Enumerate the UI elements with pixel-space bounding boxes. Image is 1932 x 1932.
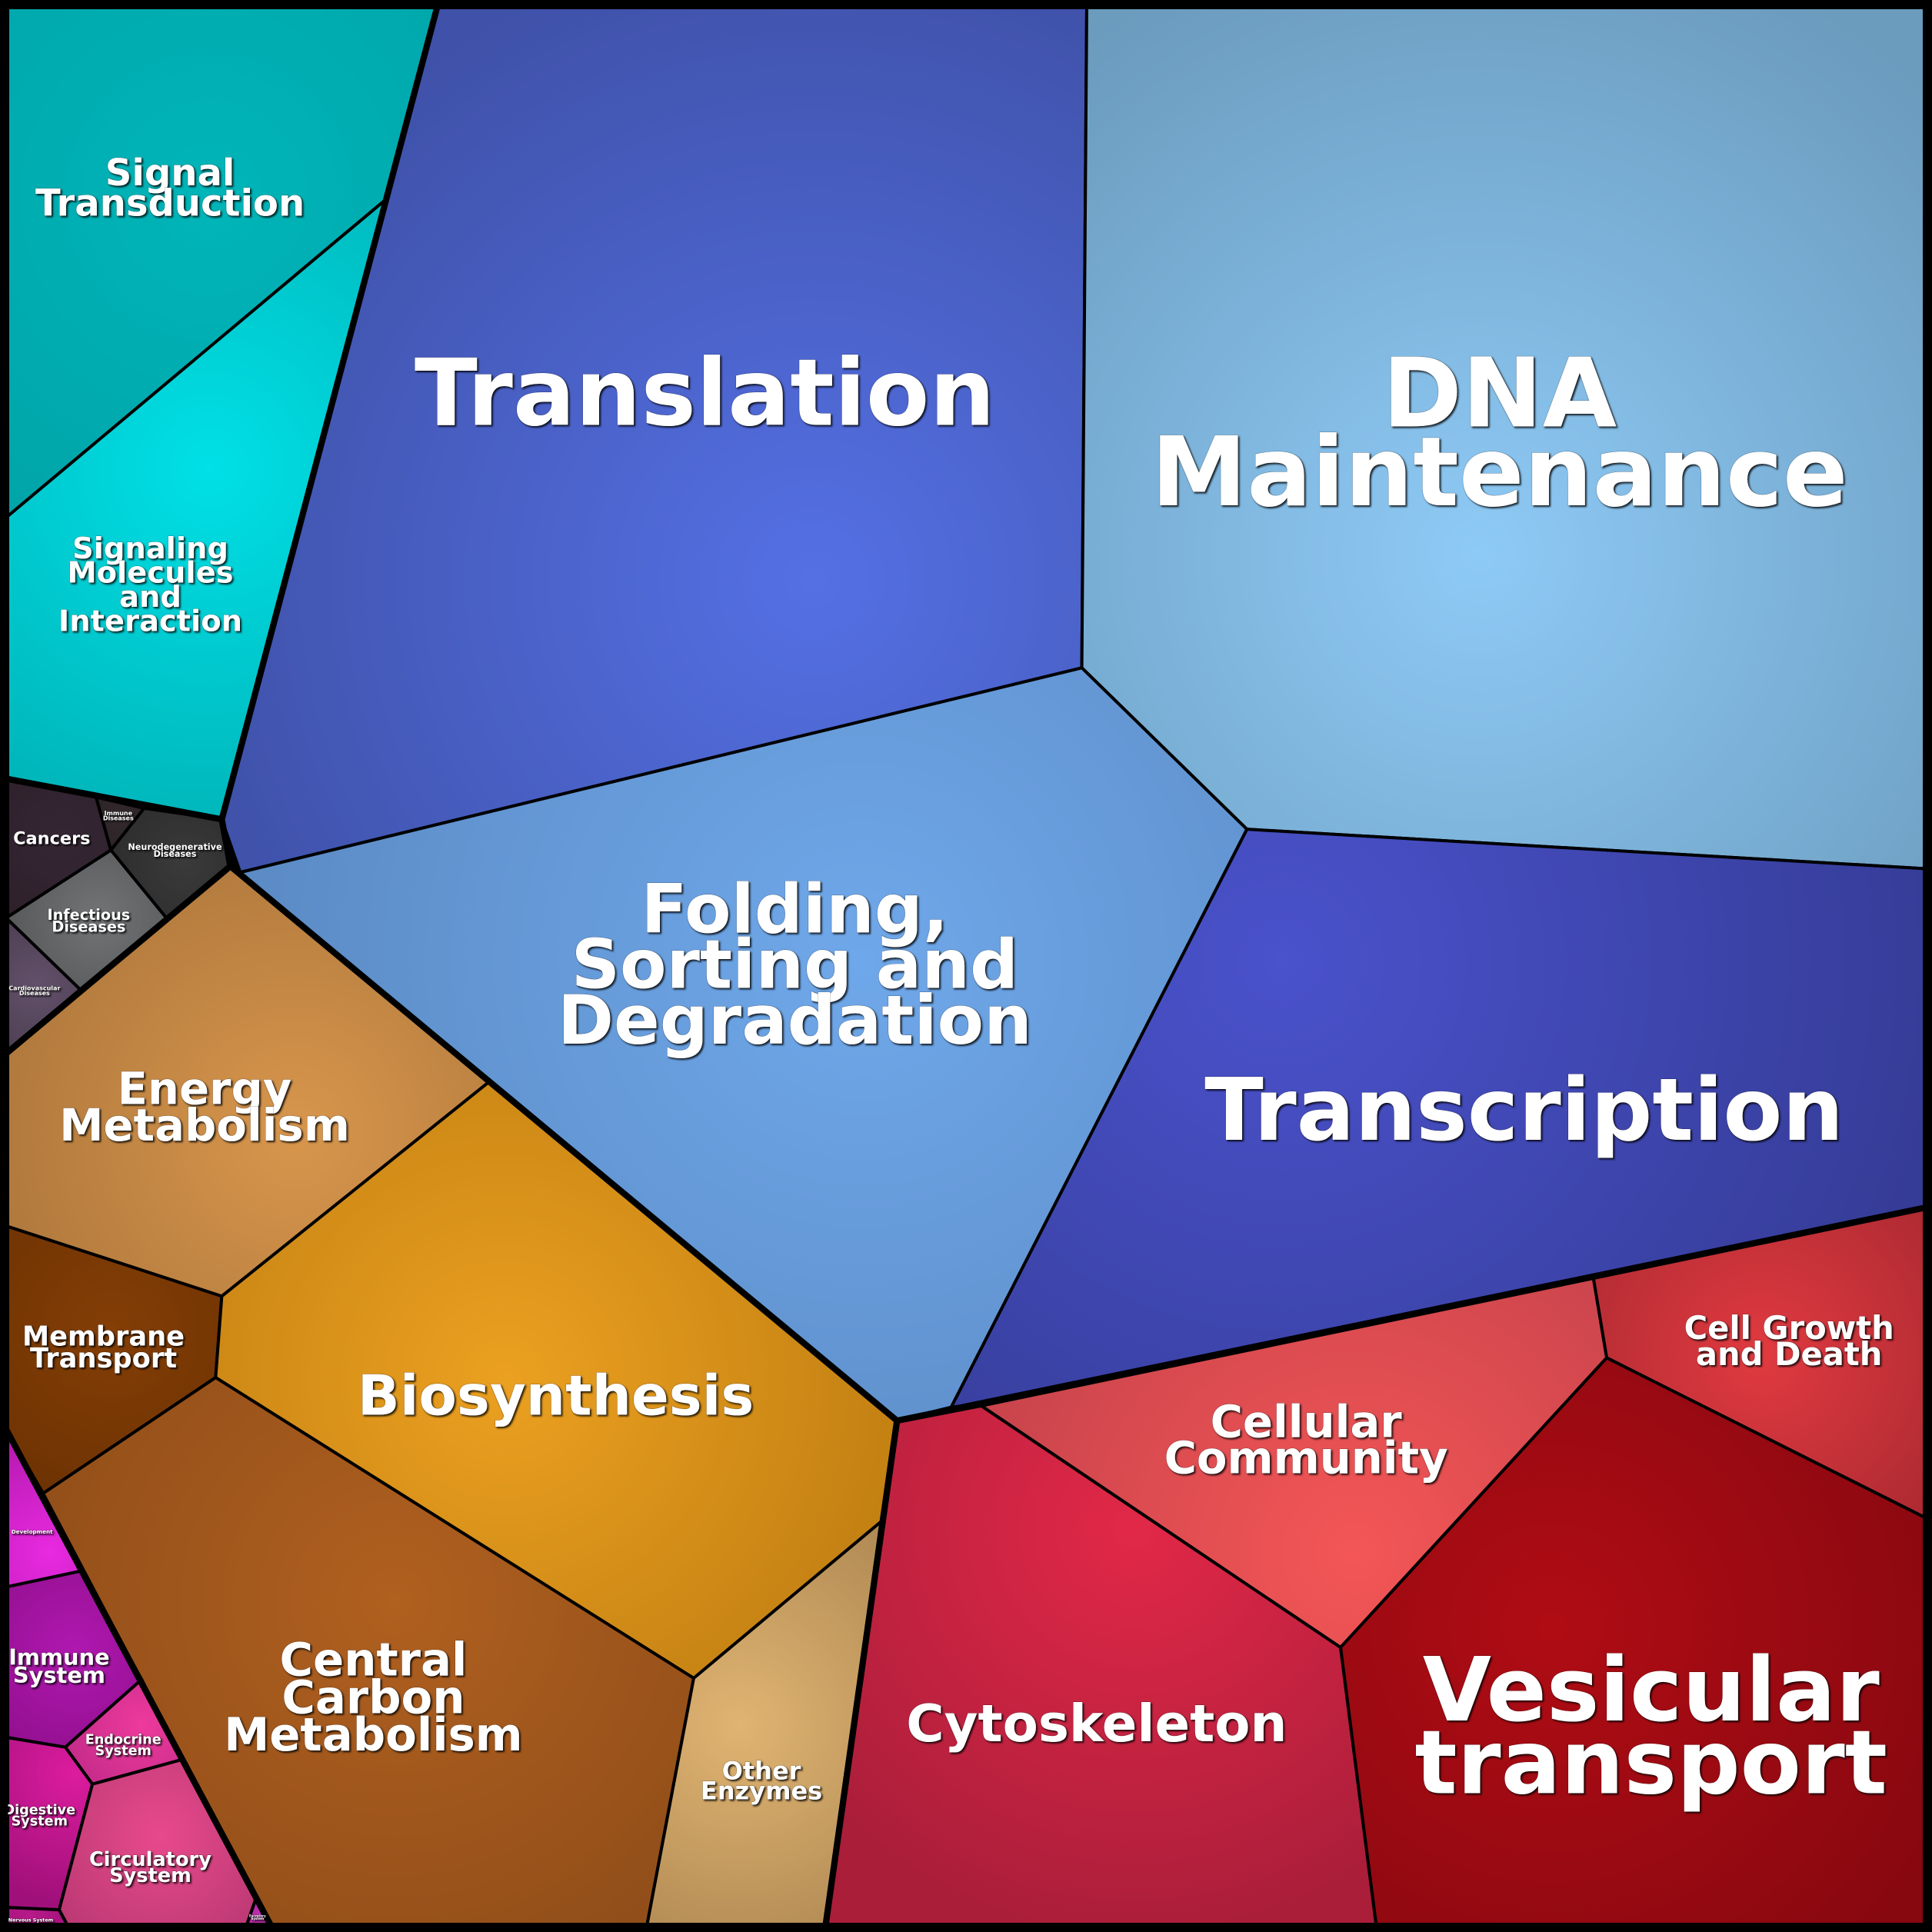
label-line: Metabolism: [59, 1099, 350, 1151]
label-line: Neurodegenerative: [128, 842, 222, 852]
label-line: Central: [280, 1634, 468, 1687]
label-line: Transport: [30, 1343, 177, 1374]
label-line: Other: [722, 1756, 801, 1785]
label-line: Circulatory: [89, 1848, 212, 1871]
label-line: and Death: [1696, 1335, 1883, 1373]
label-line: Enzymes: [701, 1777, 822, 1806]
label-translation: Translation: [415, 340, 995, 448]
label-line: System: [95, 1744, 152, 1759]
label-line: Diseases: [52, 918, 125, 936]
label-line: Vesicular: [1423, 1639, 1880, 1742]
label-cytoskeleton: Cytoskeleton: [906, 1694, 1287, 1754]
label-line: Digestive: [3, 1803, 75, 1818]
label-line: Transduction: [35, 182, 305, 225]
label-nervous-system: Nervous System: [8, 1917, 54, 1923]
label-line: Molecules: [67, 555, 233, 590]
label-line: System: [13, 1662, 105, 1688]
label-line: System: [251, 1917, 264, 1920]
label-line: Diseases: [103, 815, 134, 822]
label-cancers: Cancers: [13, 828, 90, 848]
label-line: Nervous System: [8, 1917, 54, 1923]
label-transcription: Transcription: [1204, 1061, 1844, 1161]
label-line: Immune: [8, 1644, 109, 1671]
label-line: Diseases: [154, 849, 197, 859]
label-line: Signaling: [72, 531, 228, 566]
label-line: Diseases: [19, 990, 50, 997]
label-line: Maintenance: [1151, 417, 1848, 528]
label-line: Excretory: [249, 1914, 266, 1918]
label-line: Cell Growth: [1684, 1309, 1894, 1347]
label-line: DNA: [1382, 338, 1617, 449]
label-line: Membrane: [22, 1321, 185, 1352]
label-line: Cellular: [1211, 1395, 1403, 1447]
label-line: and: [119, 580, 182, 615]
label-line: System: [109, 1864, 192, 1887]
label-line: Cytoskeleton: [906, 1694, 1287, 1754]
label-line: transport: [1415, 1712, 1887, 1815]
label-line: Signal: [105, 152, 235, 195]
label-line: Transcription: [1204, 1061, 1844, 1161]
label-line: Endocrine: [85, 1733, 162, 1748]
label-line: Interaction: [58, 605, 242, 639]
label-line: Cancers: [13, 828, 90, 848]
label-line: Folding,: [641, 869, 948, 948]
label-line: Metabolism: [224, 1708, 522, 1761]
label-line: Energy: [118, 1063, 292, 1115]
label-line: Infectious: [47, 906, 130, 924]
label-line: Biosynthesis: [358, 1364, 754, 1428]
label-line: Immune: [105, 810, 133, 817]
label-line: Translation: [415, 340, 995, 448]
label-line: System: [12, 1814, 68, 1829]
cells-layer: [5, 5, 1927, 1927]
label-line: Carbon: [281, 1671, 465, 1724]
label-biosynthesis: Biosynthesis: [358, 1364, 754, 1428]
label-line: Sorting and: [571, 925, 1019, 1004]
label-line: Degradation: [558, 981, 1032, 1060]
label-line: Community: [1164, 1432, 1448, 1484]
label-line: Cardiovascular: [8, 985, 60, 992]
label-line: Development: [12, 1528, 53, 1535]
label-development: Development: [12, 1528, 53, 1535]
